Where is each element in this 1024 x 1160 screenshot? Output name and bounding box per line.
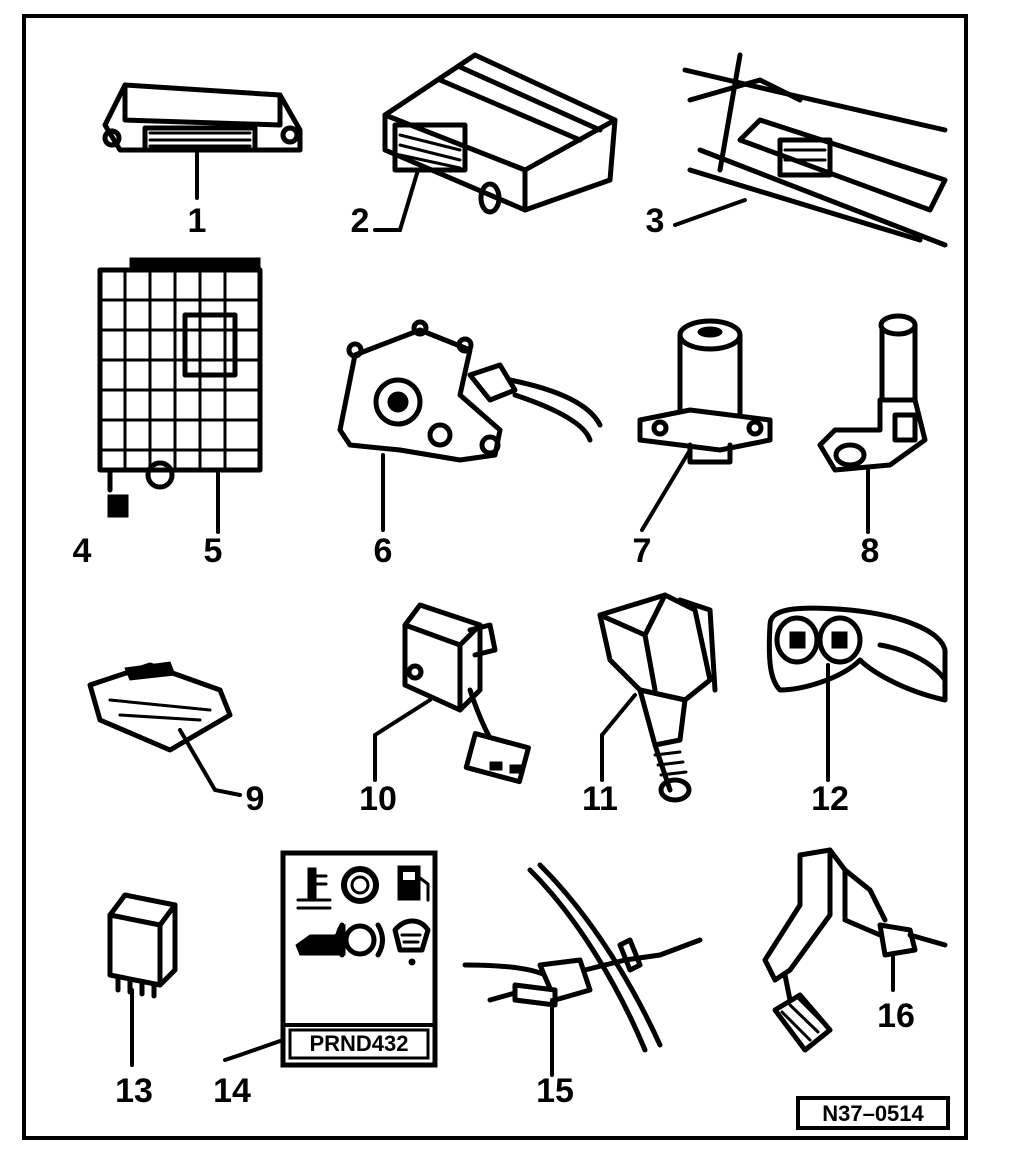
part-3-windshield-sensor: [673, 52, 948, 248]
part-labels: 1 2 3 4 5 6 7 8 9 10 11 12 13 14 15 16: [73, 202, 915, 1110]
part-1-control-unit: [102, 82, 303, 200]
label-9: 9: [246, 780, 265, 818]
label-4: 4: [73, 532, 92, 570]
label-16: 16: [877, 997, 915, 1035]
part-15-cable-sensor: [462, 862, 703, 1077]
label-12: 12: [811, 780, 849, 818]
figure-reference: N37–0514: [796, 1096, 950, 1130]
fuel-icon: [397, 865, 430, 902]
diagram-frame: [22, 14, 968, 1140]
label-2: 2: [351, 202, 370, 240]
washer-fluid-icon: [392, 918, 431, 966]
label-1: 1: [188, 202, 207, 240]
part-12-steering-switch: [766, 605, 948, 782]
gear-indicator-text: PRND432: [309, 1031, 408, 1056]
label-3: 3: [646, 202, 665, 240]
part-16-pedal-switch: [762, 847, 948, 1053]
part-9-selector-indicator: [87, 661, 242, 797]
part-13-relay: [107, 892, 178, 1067]
oil-pressure-icon: [295, 923, 346, 956]
label-11: 11: [582, 780, 618, 818]
label-14: 14: [213, 1072, 251, 1110]
part-7-speed-sensor: [637, 318, 773, 532]
part-8-sensor-bracket: [817, 313, 928, 534]
label-15: 15: [536, 1072, 574, 1110]
label-13: 13: [115, 1072, 153, 1110]
part-14-instrument-panel: PRND432: [223, 850, 438, 1068]
part-6-multi-function-switch: [337, 319, 603, 532]
part-2-control-unit: [373, 52, 618, 232]
coolant-temp-icon: [296, 867, 332, 910]
part-4-5-valve-body: [97, 257, 263, 534]
label-6: 6: [374, 532, 393, 570]
brake-warning-icon: [341, 866, 379, 904]
label-10: 10: [359, 780, 397, 818]
figure-ref-text: N37–0514: [822, 1101, 924, 1126]
label-5: 5: [204, 532, 223, 570]
label-8: 8: [861, 532, 880, 570]
brake-pad-icon: [335, 922, 385, 958]
label-7: 7: [633, 532, 652, 570]
part-10-solenoid: [373, 602, 531, 785]
part-11-kickdown-switch: [597, 592, 718, 803]
